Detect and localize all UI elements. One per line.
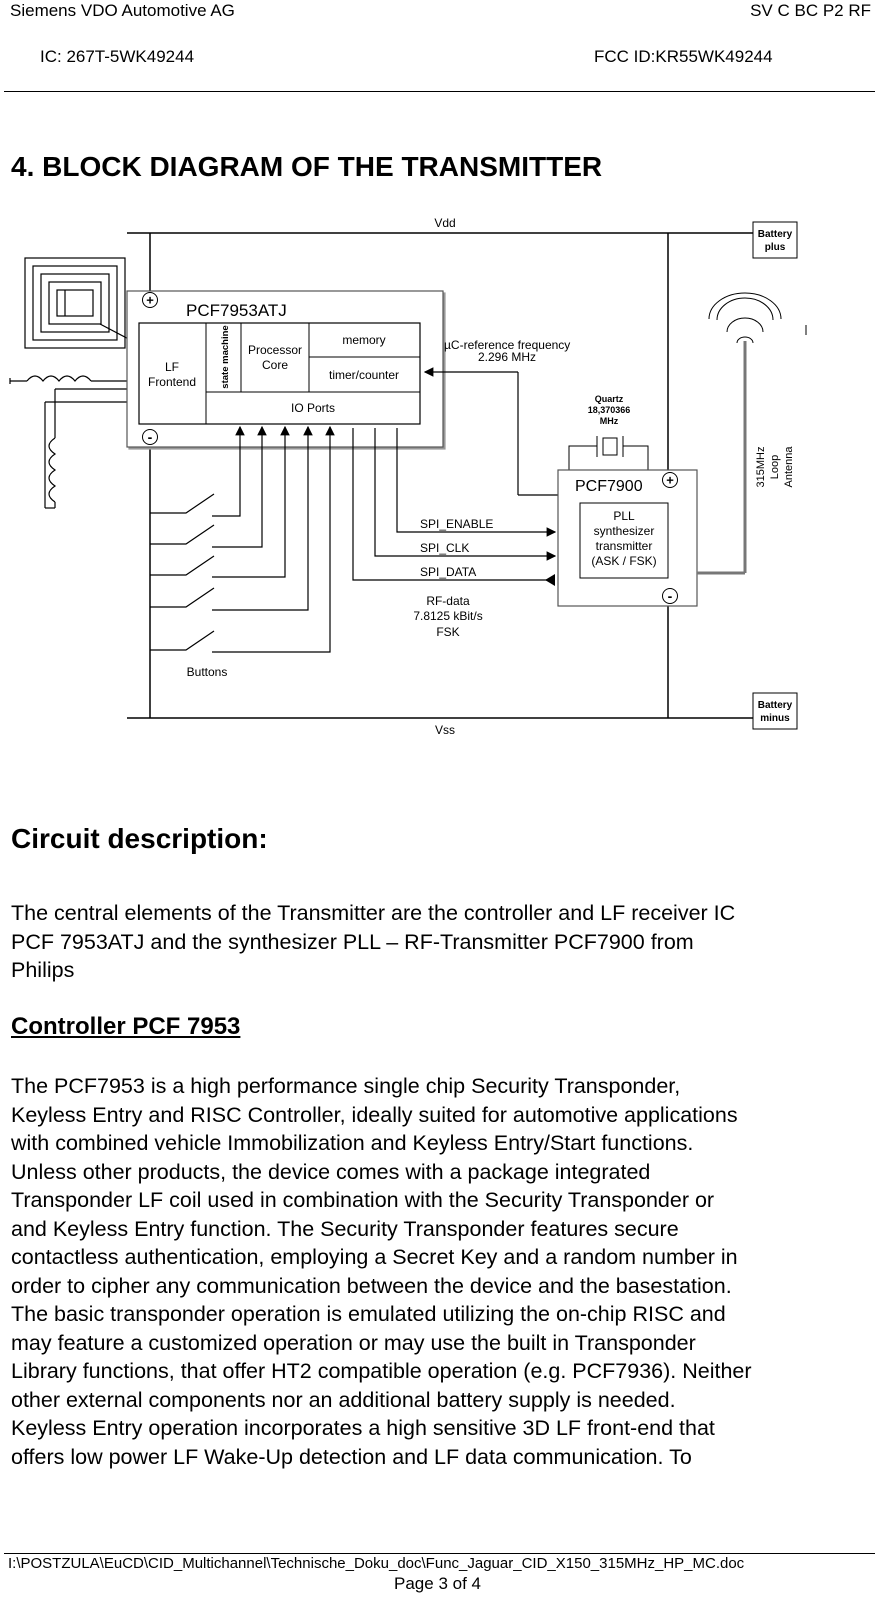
body-line: The PCF7953 is a high performance single… — [11, 1074, 681, 1098]
body-line: and Keyless Entry function. The Security… — [11, 1216, 679, 1241]
header-company: Siemens VDO Automotive AG — [10, 1, 235, 20]
svg-text:minus: minus — [760, 713, 790, 724]
footer-file-path: I:\POSTZULA\EuCD\CID_Multichannel\Techni… — [8, 1555, 745, 1572]
svg-text:transmitter: transmitter — [596, 539, 653, 553]
footer-page-number: Page 3 of 4 — [394, 1574, 481, 1593]
buttons-label: Buttons — [187, 665, 228, 679]
body-line: other external components nor an additio… — [11, 1387, 676, 1412]
svg-text:+: + — [146, 293, 154, 308]
body-line: contactless authentication, employing a … — [11, 1245, 738, 1269]
svg-text:Loop: Loop — [769, 455, 781, 479]
intro-line: PCF 7953ATJ and the synthesizer PLL – RF… — [11, 929, 694, 954]
intro-line: Philips — [11, 958, 75, 982]
body-line: order to cipher any communication betwee… — [11, 1273, 732, 1298]
spi-clk-label: SPI_CLK — [420, 541, 469, 555]
pcf7900-chip: PCF7900 + - PLL synthesizer transmitter … — [557, 469, 698, 607]
state-machine-label: state machine — [220, 325, 231, 388]
svg-text:2.296 MHz: 2.296 MHz — [478, 350, 536, 364]
svg-text:Battery: Battery — [758, 229, 793, 240]
button-switches-icon — [150, 425, 335, 653]
spi-enable-label: SPI_ENABLE — [420, 517, 493, 531]
intro-line: The central elements of the Transmitter … — [11, 901, 736, 925]
svg-text:7.8125 kBit/s: 7.8125 kBit/s — [413, 609, 482, 623]
intro-paragraph: The central elements of the Transmitter … — [11, 899, 735, 985]
svg-text:-: - — [148, 429, 153, 445]
header-department: SV C BC P2 RF — [750, 1, 871, 20]
vss-label: Vss — [435, 723, 455, 737]
pcf7953atj-label: PCF7953ATJ — [186, 301, 287, 320]
svg-text:MHz: MHz — [600, 416, 619, 426]
loop-antenna-icon — [697, 292, 807, 575]
controller-paragraph: The PCF7953 is a high performance single… — [11, 1072, 752, 1471]
svg-text:Battery: Battery — [758, 700, 793, 711]
body-line: Keyless Entry and RISC Controller, ideal… — [11, 1102, 738, 1127]
battery-minus-box: Battery minus — [752, 692, 798, 730]
spi-data-line — [352, 428, 555, 581]
pcf7953atj-chip: PCF7953ATJ + - LF Frontend state machine… — [126, 290, 444, 448]
svg-text:-: - — [668, 588, 673, 604]
svg-text:Antenna: Antenna — [783, 446, 795, 488]
block-diagram: Vdd Vss Battery plus Battery minus PCF — [9, 216, 807, 737]
antenna-label: 315MHz — [755, 447, 767, 488]
svg-text:(ASK / FSK): (ASK / FSK) — [591, 554, 656, 568]
svg-text:synthesizer: synthesizer — [594, 524, 655, 538]
memory-label: memory — [342, 333, 385, 347]
body-line: offers low power LF Wake-Up detection an… — [11, 1444, 692, 1469]
body-line: The basic transponder operation is emula… — [11, 1302, 726, 1326]
body-line: may feature a customized operation or ma… — [11, 1330, 696, 1355]
header-rule — [4, 91, 875, 92]
svg-text:+: + — [666, 473, 674, 488]
header-fcc-id: FCC ID:KR55WK49244 — [594, 47, 773, 66]
vdd-label: Vdd — [434, 216, 455, 230]
svg-text:Frontend: Frontend — [148, 375, 196, 389]
body-line: Transponder LF coil used in combination … — [11, 1188, 715, 1212]
lf-coil-icon — [9, 257, 141, 509]
rf-data-label: RF-data — [426, 594, 470, 608]
controller-heading: Controller PCF 7953 — [11, 1013, 241, 1040]
timer-counter-label: timer/counter — [329, 368, 399, 382]
svg-text:plus: plus — [765, 242, 786, 253]
spi-data-label: SPI_DATA — [420, 565, 476, 579]
section-title: 4. BLOCK DIAGRAM OF THE TRANSMITTER — [11, 151, 603, 182]
footer-rule — [4, 1553, 875, 1554]
svg-text:18,370366: 18,370366 — [588, 405, 631, 415]
pcf7900-label: PCF7900 — [575, 478, 643, 495]
body-line: Keyless Entry operation incorporates a h… — [11, 1416, 715, 1440]
body-line: Unless other products, the device comes … — [11, 1159, 651, 1184]
quartz-crystal-icon: Quartz 18,370366 MHz — [568, 394, 649, 470]
lf-frontend-label: LF — [165, 360, 179, 374]
svg-text:Core: Core — [262, 358, 288, 372]
io-ports-label: IO Ports — [291, 401, 335, 415]
body-line: with combined vehicle Immobilization and… — [11, 1131, 694, 1155]
battery-plus-box: Battery plus — [752, 221, 798, 259]
body-line: Library functions, that offer HT2 compat… — [11, 1359, 752, 1383]
uc-reference-label: µC-reference frequency — [444, 338, 570, 352]
processor-core-label: Processor — [248, 343, 302, 357]
header-ic-number: IC: 267T-5WK49244 — [40, 47, 195, 66]
svg-text:Quartz: Quartz — [595, 394, 624, 404]
spi-clk-line — [374, 428, 557, 561]
pll-label: PLL — [613, 509, 635, 523]
circuit-heading: Circuit description: — [11, 823, 268, 854]
spi-enable-line — [396, 428, 557, 537]
svg-text:FSK: FSK — [436, 625, 459, 639]
